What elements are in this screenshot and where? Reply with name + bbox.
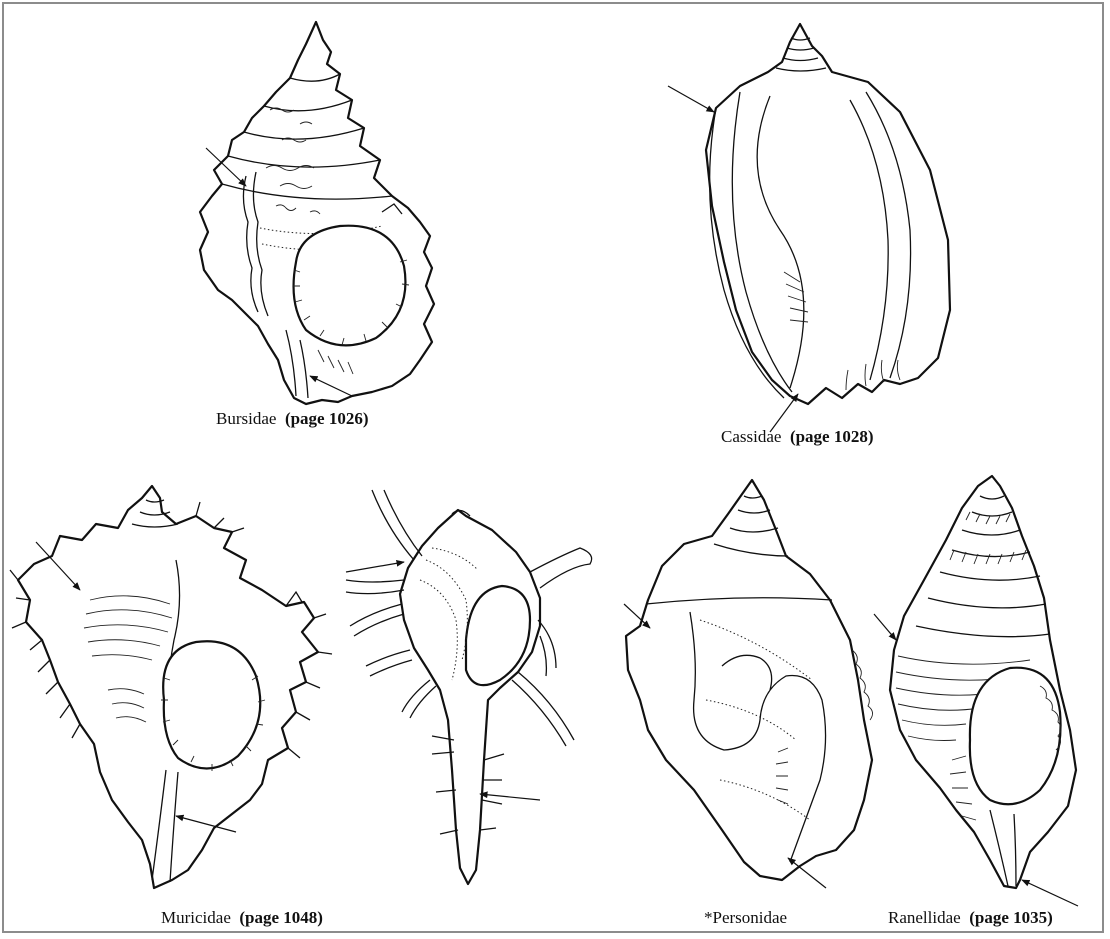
caption-cassidae: Cassidae (page 1028) <box>721 427 874 447</box>
caption-muricidae: Muricidae (page 1048) <box>161 908 323 928</box>
personidae-shell <box>624 480 873 888</box>
caption-ranellidae: Ranellidae (page 1035) <box>888 908 1053 928</box>
caption-personidae: *Personidae <box>704 908 787 928</box>
caption-bursidae-name: Bursidae <box>216 409 276 428</box>
caption-muricidae-name: Muricidae <box>161 908 231 927</box>
caption-cassidae-page: (page 1028) <box>790 427 874 446</box>
caption-bursidae-page: (page 1026) <box>285 409 369 428</box>
muricidae-shell-frondose <box>10 486 332 888</box>
caption-bursidae: Bursidae (page 1026) <box>216 409 369 429</box>
ranellidae-shell <box>874 476 1078 906</box>
bursidae-shell <box>200 22 434 404</box>
caption-muricidae-page: (page 1048) <box>239 908 323 927</box>
caption-cassidae-name: Cassidae <box>721 427 781 446</box>
caption-ranellidae-name: Ranellidae <box>888 908 961 927</box>
caption-ranellidae-page: (page 1035) <box>969 908 1053 927</box>
muricidae-shell-spiny <box>346 490 592 884</box>
caption-personidae-name: *Personidae <box>704 908 787 927</box>
cassidae-shell <box>668 24 950 432</box>
